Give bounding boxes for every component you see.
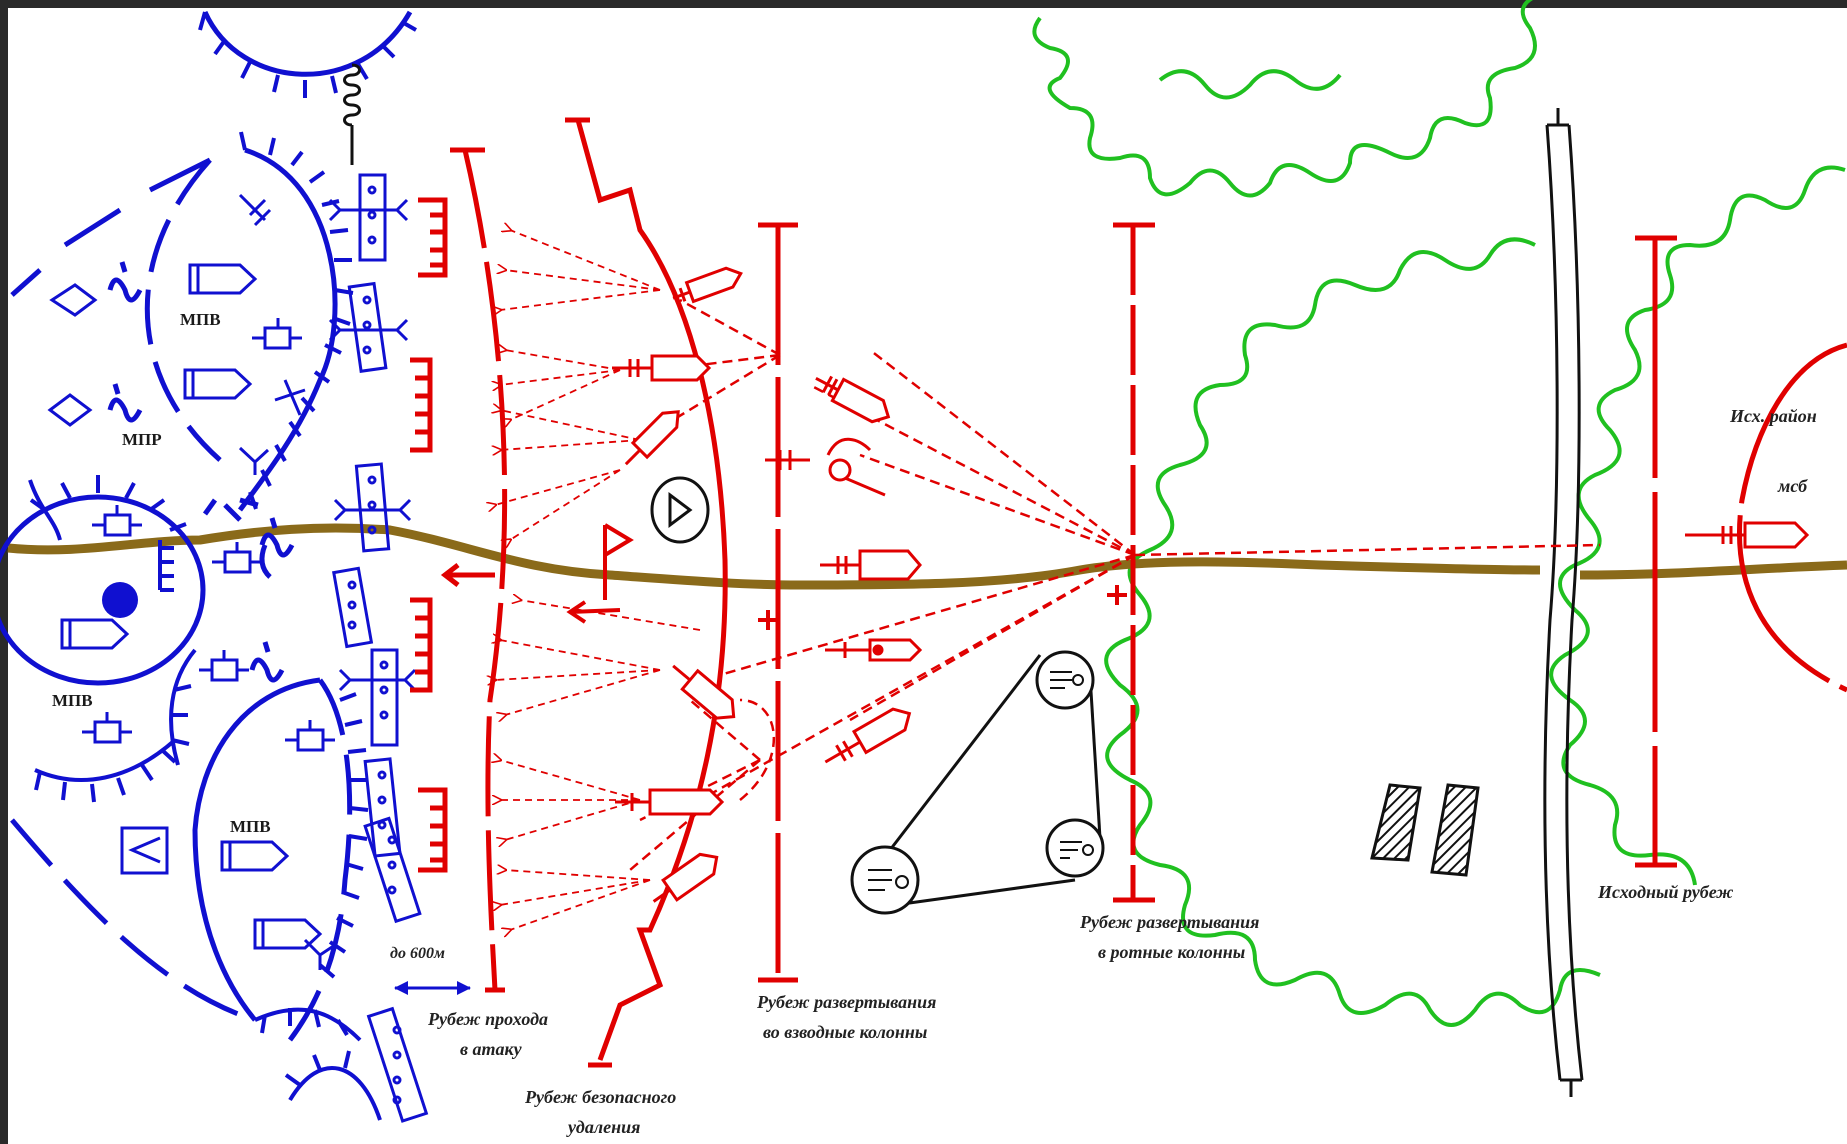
- hatched-objects: [1370, 783, 1480, 877]
- atgm-icon: [82, 318, 335, 875]
- line-labels: Рубеж прохода в атаку Рубеж безопасного …: [427, 406, 1817, 1137]
- machine-gun-icon: [107, 261, 295, 683]
- platoon-line: [758, 222, 798, 983]
- label-company-2: в ротные колонны: [1098, 942, 1245, 962]
- enemy-forces: [0, 10, 471, 1123]
- label-start-line: Исходный рубеж: [1597, 882, 1733, 902]
- white-sheet: [8, 8, 1847, 1144]
- river-icon: [1543, 108, 1584, 1097]
- start-line: [1635, 235, 1677, 868]
- label-start-area-1: Исх. район: [1729, 406, 1817, 426]
- artillery-battery-icon: [850, 650, 1105, 915]
- label-mpr: МПР: [122, 430, 162, 449]
- label-attack-line-2: в атаку: [460, 1039, 523, 1059]
- label-platoon-2: во взводные колонны: [763, 1022, 927, 1042]
- label-distance: до 600м: [390, 945, 445, 962]
- label-platoon-1: Рубеж развертывания: [756, 992, 936, 1012]
- tank-icon: [60, 263, 323, 950]
- label-mpv-left: МПВ: [52, 691, 93, 710]
- label-safe-distance-1: Рубеж безопасного: [524, 1087, 676, 1107]
- label-attack-line-1: Рубеж прохода: [427, 1009, 548, 1029]
- trench-icon: [198, 10, 417, 98]
- label-safe-distance-2: удаления: [566, 1117, 640, 1137]
- strongpoint-top: [144, 131, 354, 522]
- outposts: [332, 173, 429, 1123]
- command-post-icon: [650, 476, 710, 544]
- strongpoint-bottom: [192, 677, 382, 1121]
- forest-north-b: [1158, 69, 1342, 100]
- forest-north: [1032, 0, 1537, 198]
- attack-line: [440, 147, 508, 993]
- own-forces: [410, 117, 1847, 1068]
- forest-center: [1104, 237, 1601, 1027]
- recon-icon: [765, 437, 886, 497]
- label-company-1: Рубеж развертывания: [1079, 912, 1259, 932]
- bmp-icon: [612, 266, 1810, 903]
- label-mpv-bottom: МПВ: [230, 817, 271, 836]
- enemy-labels: МПВ МПР МПВ МПВ до 600м: [52, 310, 445, 962]
- strongpoint-ring: [0, 475, 206, 686]
- start-area: [1736, 342, 1847, 693]
- fire-arrows: [495, 230, 701, 930]
- label-mpv-top: МПВ: [180, 310, 221, 329]
- label-start-area-2: мсб: [1777, 476, 1808, 496]
- forest-edge-icon: [1032, 0, 1846, 1027]
- company-line: [1113, 222, 1155, 903]
- road-east: [1579, 560, 1847, 580]
- forest-east: [1549, 165, 1846, 886]
- road: [7, 523, 1541, 590]
